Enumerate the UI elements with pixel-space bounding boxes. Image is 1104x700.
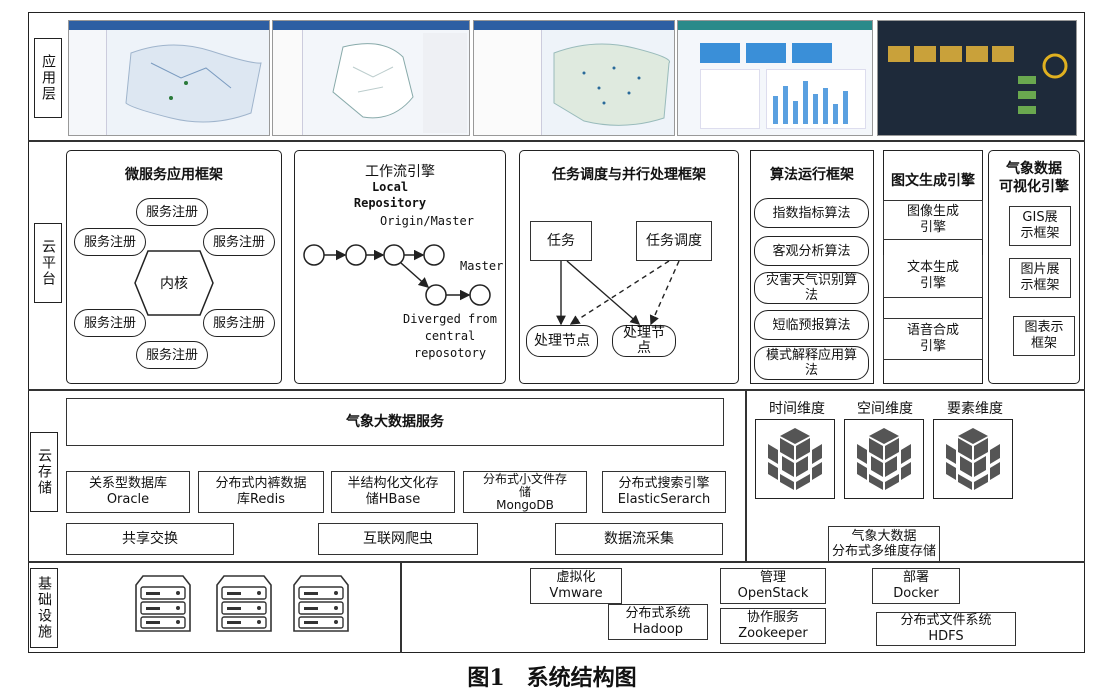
graphic-item-3: 语音合成 引擎 [883,318,983,360]
master-label: Master [460,259,504,273]
map-graphic [125,44,262,123]
diverged-label: Diverged from central reposotory [403,311,497,360]
dispatch-box: 任务调度 [636,221,712,261]
microservice-title: 微服务应用框架 [125,167,223,183]
scheduler-title: 任务调度与并行处理框架 [552,167,706,183]
server-icon [216,575,272,632]
service-register-4: 服务注册 [74,309,146,337]
db-redis: 分布式内裤数据 库Redis [198,471,324,513]
exchange-stream: 数据流采集 [555,523,723,555]
app-screenshot-map-3 [473,20,675,136]
local-repo-label: Local Repository [353,180,427,210]
visual-item-chart: 图表示 框架 [1013,316,1075,356]
dim-time-label: 时间维度 [769,401,825,417]
cube-icon [946,428,1000,490]
kernel-hexagon [134,250,214,316]
separator-infra-vertical [400,561,402,653]
visual-item-image: 图片展 示框架 [1009,258,1071,298]
infra-vmware: 虚拟化 Vmware [530,568,622,604]
gauge-graphic [1042,53,1068,79]
figure-caption: 图1 系统结构图 [467,665,637,691]
service-register-1: 服务注册 [136,198,208,226]
algorithm-item-1: 指数指标算法 [754,198,869,228]
infra-openstack: 管理 OpenStack [720,568,826,604]
bar-graphic [773,81,848,124]
service-register-2: 服务注册 [74,228,146,256]
algorithm-item-3: 灾害天气识别算 法 [754,272,869,304]
exchange-share: 共享交换 [66,523,234,555]
separator-app [28,140,1085,142]
graphic-item-1: 图像生成 引擎 [883,200,983,240]
task-box: 任务 [530,221,592,261]
db-elasticsearch: 分布式搜索引擎 ElasticSerarch [602,471,726,513]
algorithm-title: 算法运行框架 [770,167,854,183]
algorithm-item-4: 短临预报算法 [754,310,869,340]
infra-docker: 部署 Docker [872,568,960,604]
origin-master-label: Origin/Master [380,214,474,228]
visual-title: 气象数据 可视化引擎 [999,161,1069,195]
db-mongodb: 分布式小文件存 储 MongoDB [463,471,587,513]
graphic-title: 图文生成引擎 [891,173,975,189]
workflow-title: 工作流引擎 [365,164,435,180]
layer-label-infra: 基础设施 [30,568,58,648]
app-screenshot-map-2 [272,20,470,136]
bigdata-service: 气象大数据服务 [66,398,724,446]
process-node-1: 处理节点 [526,325,598,357]
commit-graph [303,244,491,306]
map-graphic [553,43,671,126]
service-register-6: 服务注册 [136,341,208,369]
kernel-label: 内核 [160,276,188,292]
graphic-divider [883,297,983,299]
separator-storage [28,561,1085,563]
server-icon [293,575,349,632]
app-screenshot-dark-dashboard [877,20,1077,136]
separator-cloud [28,389,1085,391]
algorithm-item-2: 客观分析算法 [754,236,869,266]
map-graphic [332,43,414,119]
layer-label-app: 应用层 [34,38,62,118]
algorithm-framework [750,150,874,384]
process-node-2: 处理节 点 [612,325,676,357]
app-screenshot-dashboard [677,20,873,136]
dim-space-label: 空间维度 [857,401,913,417]
workflow-engine [294,150,506,384]
layer-label-cloud: 云平台 [34,223,62,303]
infra-zookeeper: 协作服务 Zookeeper [720,608,826,644]
exchange-crawler: 互联网爬虫 [318,523,478,555]
multidim-storage: 气象大数据 分布式多维度存储 [828,526,940,562]
graphic-item-2: 文本生成 引擎 [883,255,983,297]
dim-element-label: 要素维度 [947,401,1003,417]
server-icon [135,575,191,632]
visual-item-gis: GIS展 示框架 [1009,206,1071,246]
scheduler-arrows [556,260,680,326]
separator-storage-vertical [745,389,747,561]
db-oracle: 关系型数据库 Oracle [66,471,190,513]
algorithm-item-5: 模式解释应用算 法 [754,346,869,380]
infra-hdfs: 分布式文件系统 HDFS [876,612,1016,646]
app-screenshot-map-1 [68,20,270,136]
infra-hadoop: 分布式系统 Hadoop [608,604,708,640]
layer-label-storage: 云存储 [30,432,58,512]
cube-icon [857,428,911,490]
service-register-5: 服务注册 [203,309,275,337]
db-hbase: 半结构化文化存 储HBase [331,471,455,513]
service-register-3: 服务注册 [203,228,275,256]
cube-icon [768,428,822,490]
